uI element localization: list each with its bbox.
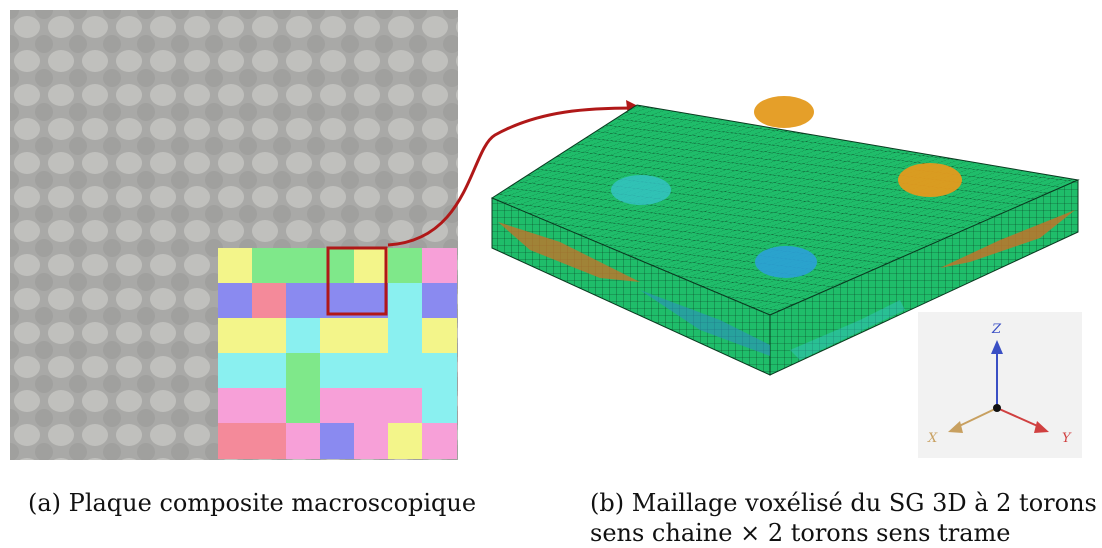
tow-blue-left-side xyxy=(640,290,770,356)
mosaic-cell xyxy=(388,283,423,319)
mosaic-cell xyxy=(320,353,355,389)
composite-plate-photo xyxy=(10,10,458,460)
mosaic-cell xyxy=(320,318,355,354)
y-axis xyxy=(996,407,1043,429)
mosaic-cell xyxy=(422,388,457,424)
mosaic-cell xyxy=(286,423,321,459)
mosaic-cell xyxy=(286,283,321,319)
mosaic-cell xyxy=(252,353,287,389)
mosaic-cell xyxy=(354,248,389,284)
mosaic-cell xyxy=(422,353,457,389)
mosaic-cell xyxy=(388,423,423,459)
mosaic-cell xyxy=(388,353,423,389)
mosaic-cell xyxy=(388,318,423,354)
z-axis-label: Z xyxy=(991,322,1002,337)
voxel-mesh-figure: Z X Y xyxy=(387,96,1082,458)
mosaic-cell xyxy=(252,318,287,354)
mosaic-cell xyxy=(320,423,355,459)
mosaic-cell xyxy=(422,248,457,284)
tow-blue-top xyxy=(755,246,817,278)
mosaic-cell xyxy=(218,388,253,424)
mosaic-cell xyxy=(252,248,287,284)
caption-b-line2: sens chaine × 2 torons sens trame xyxy=(590,519,1011,547)
mosaic-cell xyxy=(218,283,253,319)
mosaic-cell xyxy=(252,423,287,459)
z-arrow-icon xyxy=(991,340,1003,354)
mosaic-cell xyxy=(286,248,321,284)
mosaic-cell xyxy=(252,283,287,319)
zoom-arrow xyxy=(387,106,636,247)
tow-cyan-right-side xyxy=(790,300,905,360)
x-axis-label: X xyxy=(927,431,938,446)
x-axis xyxy=(954,407,998,429)
tow-orange-top-2 xyxy=(898,163,962,197)
caption-b-line1: (b) Maillage voxélisé du SG 3D à 2 toron… xyxy=(590,489,1097,517)
mosaic-cell xyxy=(388,248,423,284)
mosaic-cell xyxy=(354,388,389,424)
tow-orange-right-side xyxy=(940,210,1075,268)
caption-b: (b) Maillage voxélisé du SG 3D à 2 toron… xyxy=(590,488,1097,548)
tow-orange-top-1 xyxy=(754,96,814,128)
mosaic-cell xyxy=(320,388,355,424)
mosaic-cell xyxy=(388,388,423,424)
mosaic-cell xyxy=(286,318,321,354)
plate-photo-svg xyxy=(10,10,458,460)
mosaic-cell xyxy=(422,283,457,319)
mosaic-cell xyxy=(218,248,253,284)
mosaic-cell xyxy=(354,318,389,354)
highlight-box xyxy=(326,246,388,316)
axes-triad: Z X Y xyxy=(918,312,1082,458)
y-arrow-icon xyxy=(1034,421,1049,433)
y-axis-label: Y xyxy=(1062,431,1072,446)
mosaic-cell xyxy=(218,318,253,354)
triad-origin xyxy=(993,404,1001,412)
mosaic-cell xyxy=(286,353,321,389)
mosaic-cell xyxy=(218,423,253,459)
triad-background xyxy=(918,312,1082,458)
mosaic-cell xyxy=(422,423,457,459)
mosaic-cell xyxy=(218,353,253,389)
mosaic-cell xyxy=(354,423,389,459)
mosaic-cell xyxy=(354,353,389,389)
tow-cyan-top xyxy=(611,175,671,205)
mosaic-cell xyxy=(252,388,287,424)
x-arrow-icon xyxy=(948,421,963,433)
mosaic-cell xyxy=(422,318,457,354)
caption-a: (a) Plaque composite macroscopique xyxy=(28,489,477,517)
mosaic-cell xyxy=(320,248,355,284)
mosaic-cell xyxy=(286,388,321,424)
tow-orange-left-side xyxy=(498,222,640,282)
